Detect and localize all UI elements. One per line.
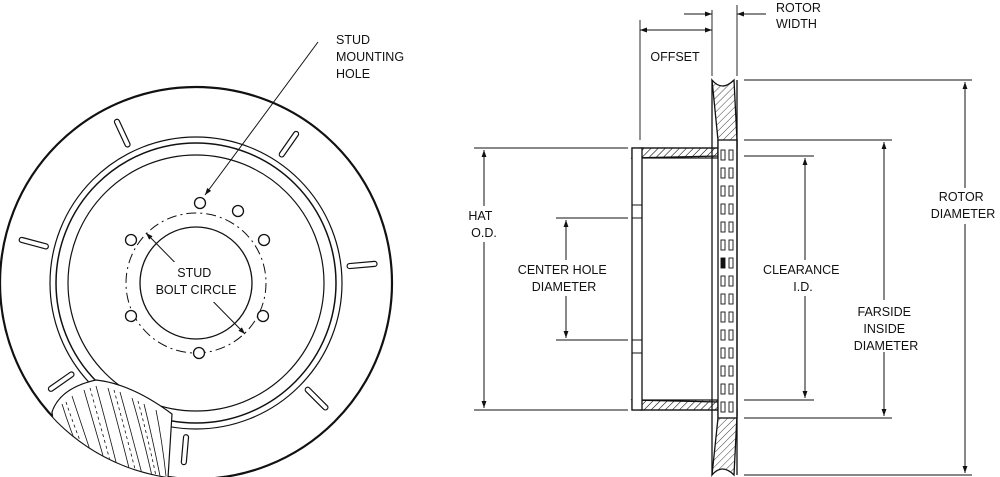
- rotor-width-label: ROTOR WIDTH: [776, 1, 824, 31]
- hat-wall-bottom: [631, 399, 719, 411]
- stud-hole: [192, 346, 206, 360]
- hat-mounting-face: [631, 147, 643, 411]
- stud-hole: [124, 309, 138, 323]
- hat-outer-edge: [55, 142, 337, 424]
- stud-hole: [256, 309, 270, 323]
- vane-cutaway: [51, 379, 173, 477]
- rotor-diameter-label: ROTOR DIAMETER: [931, 190, 996, 221]
- center-hole-diameter-label: CENTER HOLE DIAMETER: [518, 263, 610, 294]
- stud-hole: [193, 196, 207, 210]
- hat-wall-top: [631, 147, 719, 159]
- stud-hole-leader: [204, 41, 319, 196]
- front-view: STUD MOUNTING HOLE STUD BOLT CIRCLE: [0, 33, 408, 477]
- stud-hole: [257, 233, 271, 247]
- stud-hole: [124, 233, 138, 247]
- rotor-slots: [18, 118, 378, 466]
- stud-mounting-hole-label: STUD MOUNTING HOLE: [336, 33, 408, 81]
- rotor-inner-edge: [49, 136, 343, 430]
- offset-label: OFFSET: [650, 50, 700, 64]
- hat-face: [67, 154, 325, 412]
- clearance-id-label: CLEARANCE I.D.: [763, 263, 843, 294]
- vane-pattern: [720, 149, 734, 413]
- farside-inside-diameter-label: FARSIDE INSIDE DIAMETER: [854, 305, 919, 353]
- rotor-outer-edge: [0, 85, 394, 477]
- stud-bolt-circle-label: STUD BOLT CIRCLE: [156, 266, 237, 297]
- hat-od-label: HAT O.D.: [468, 209, 497, 240]
- center-hole: [139, 226, 253, 340]
- side-view: OFFSET ROTOR WIDTH ROTOR DIAMETER HAT O.…: [462, 1, 1000, 477]
- stud-holes: [124, 196, 271, 360]
- stud-hole: [231, 204, 245, 218]
